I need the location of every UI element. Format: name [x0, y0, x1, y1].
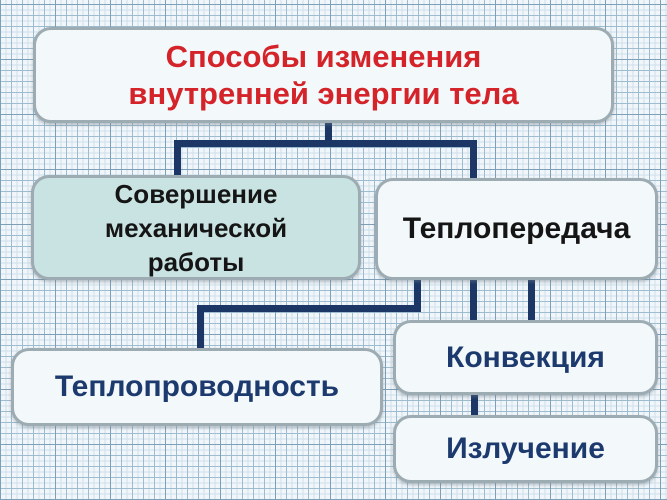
- connector-heat-transfer-drop: [414, 278, 421, 312]
- title-line-1: Способы изменения: [165, 39, 482, 74]
- node-conduction: Теплопроводность: [11, 348, 383, 426]
- connector-to-radiation-upper: [470, 278, 477, 322]
- connector-top-horizontal: [174, 140, 477, 147]
- node-title: Способы изменения внутренней энергии тел…: [33, 27, 614, 123]
- work-line-1: Совершение: [114, 178, 278, 209]
- connector-to-radiation-lower: [471, 393, 478, 417]
- connector-mid-horizontal: [197, 305, 421, 312]
- radiation-label: Излучение: [446, 432, 605, 465]
- convection-label: Конвекция: [446, 340, 605, 374]
- node-convection: Конвекция: [393, 320, 658, 395]
- connector-to-work: [174, 140, 181, 177]
- node-mechanical-work: Совершение механической работы: [31, 175, 361, 280]
- heat-transfer-label: Теплопередача: [402, 212, 631, 245]
- connector-to-conduction: [197, 305, 204, 350]
- connector-to-heat-transfer: [470, 140, 477, 180]
- node-heat-transfer: Теплопередача: [375, 178, 658, 280]
- conduction-label: Теплопроводность: [54, 370, 340, 403]
- node-radiation: Излучение: [393, 415, 658, 483]
- title-line-2: внутренней энергии тела: [128, 76, 519, 111]
- connector-to-convection: [528, 278, 535, 322]
- work-line-2: механической: [104, 212, 288, 243]
- work-line-3: работы: [147, 246, 245, 277]
- connector-title-drop: [325, 121, 332, 147]
